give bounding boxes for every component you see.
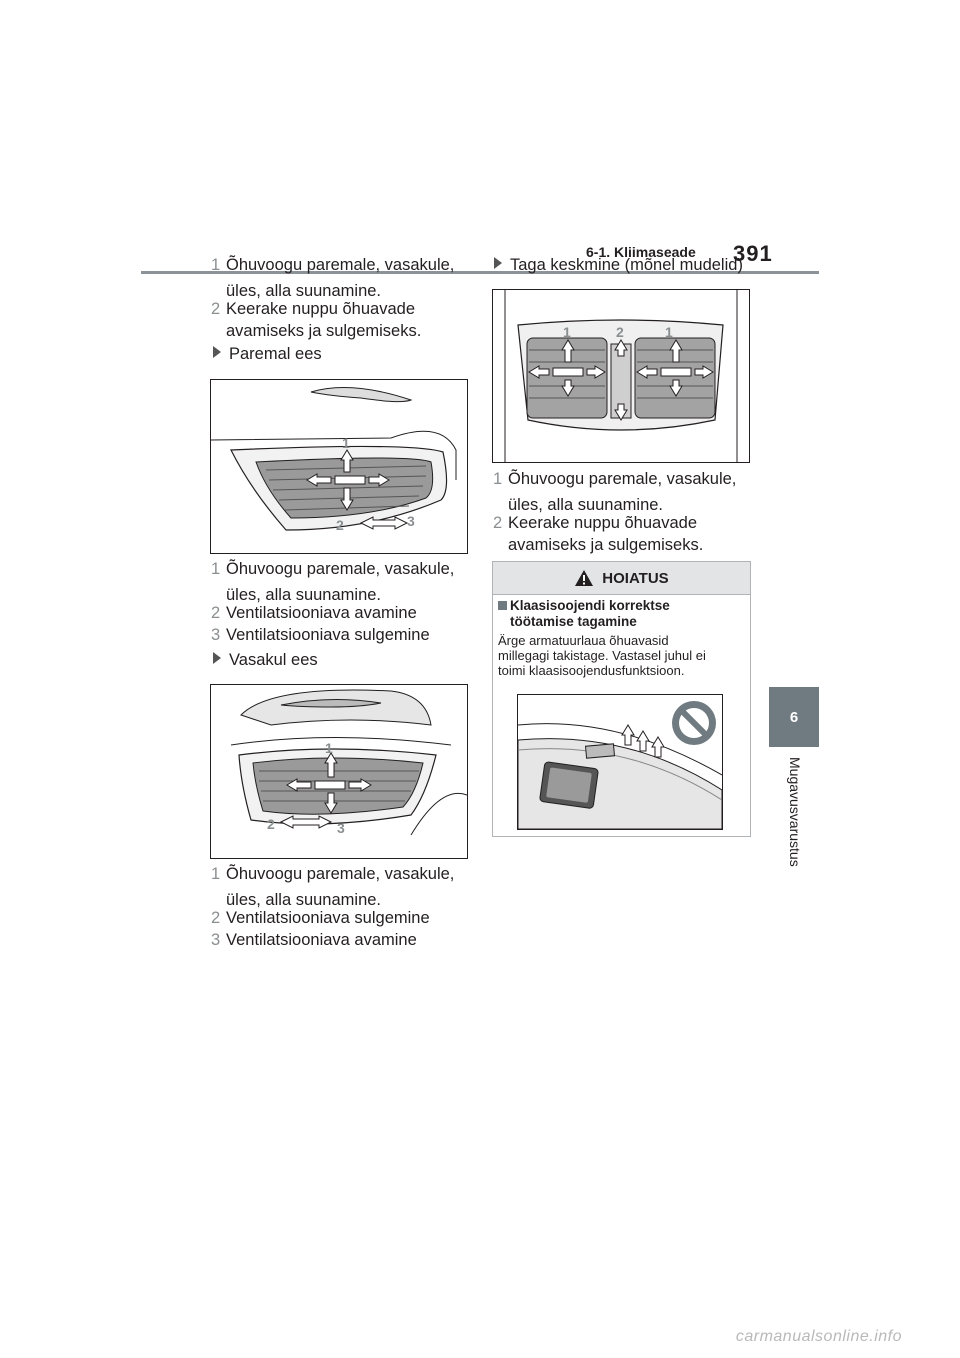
callout-label: 3 (337, 820, 345, 836)
subheading-left-front: Vasakul ees (213, 651, 318, 670)
callout-label: 1 (665, 324, 673, 340)
figure-right-front-vent: 1 2 3 (210, 379, 468, 554)
chapter-tab[interactable]: 6 (769, 687, 819, 747)
subheading-rear-center: Taga keskmine (mõnel mudelid) (494, 256, 743, 275)
warning-box: HOIATUS Klaasisoojendi korrektse töötami… (492, 561, 751, 837)
figure-left-front-vent: 1 2 3 (210, 684, 468, 859)
header-divider (141, 271, 819, 274)
triangle-bullet-icon (494, 257, 502, 269)
callout-label: 1 (325, 740, 333, 756)
figure-dashboard-blocked-vent (517, 694, 723, 830)
callout-label: 2 (616, 324, 624, 340)
triangle-bullet-icon (213, 346, 221, 358)
square-bullet-icon (498, 601, 507, 610)
warning-triangle-icon (575, 570, 594, 586)
subheading-right-front: Paremal ees (213, 345, 322, 364)
triangle-bullet-icon (213, 652, 221, 664)
figure-rear-center-vent: 1 2 1 (492, 289, 750, 463)
page-number: 391 (733, 241, 773, 266)
callout-label: 1 (342, 435, 350, 451)
prohibited-icon (672, 701, 716, 745)
warning-title: HOIATUS (602, 569, 669, 587)
warning-header: HOIATUS (493, 562, 750, 595)
callout-label: 3 (407, 513, 415, 529)
callout-label: 1 (563, 324, 571, 340)
callout-label: 2 (267, 816, 275, 832)
watermark: carmanualsonline.info (735, 1328, 902, 1345)
warning-subtitle: Klaasisoojendi korrektse töötamise tagam… (498, 598, 743, 630)
chapter-label: Mugavusvarustus (787, 757, 803, 867)
section-title: 6-1. Kliimaseade (586, 244, 696, 260)
warning-body: Ärge armatuurlaua õhuavasid millegagi ta… (498, 633, 706, 678)
callout-label: 2 (336, 517, 344, 533)
